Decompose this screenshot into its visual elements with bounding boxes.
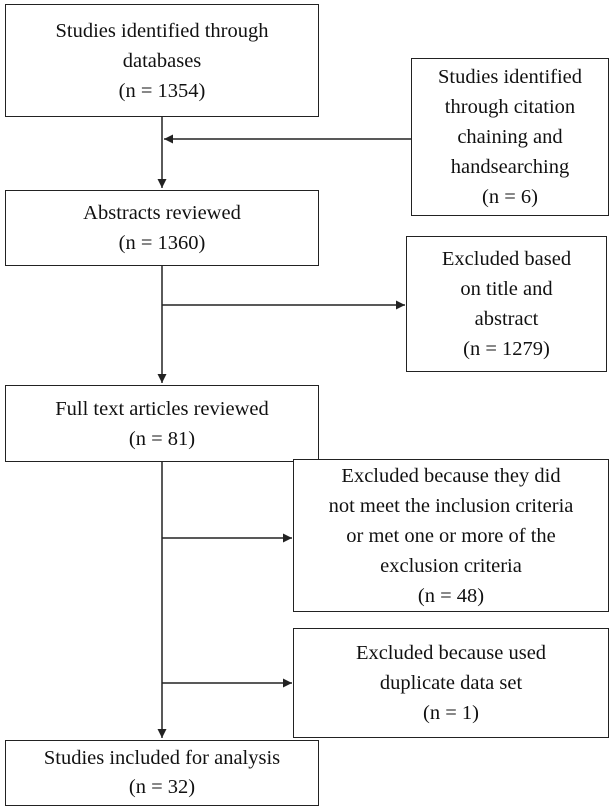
box-studies-included: Studies included for analysis (n = 32) (5, 740, 319, 806)
box-full-text-reviewed: Full text articles reviewed (n = 81) (5, 385, 319, 462)
box-studies-citation: Studies identified through citation chai… (411, 58, 609, 216)
citation-line-3: chaining and (457, 126, 563, 148)
box-studies-databases: Studies identified through databases (n … (5, 4, 319, 117)
citation-line-4: handsearching (450, 156, 570, 178)
excluded-criteria-line-2: not meet the inclusion criteria (328, 494, 574, 517)
excluded-title-line-1: Excluded based (441, 248, 572, 270)
fulltext-line-1: Full text articles reviewed (55, 397, 269, 420)
excluded-criteria-line-5: (n = 48) (417, 584, 485, 607)
excluded-criteria-line-4: exclusion criteria (380, 554, 522, 577)
databases-line-1: Studies identified through (55, 19, 269, 42)
excluded-title-line-2: on title and (460, 278, 553, 300)
excluded-title-line-4: (n = 1279) (463, 338, 550, 360)
excluded-criteria-line-1: Excluded because they did (341, 464, 561, 487)
box-excluded-duplicate: Excluded because used duplicate data set… (293, 628, 609, 738)
excluded-criteria-line-3: or met one or more of the (346, 524, 556, 547)
excluded-duplicate-line-1: Excluded because used (355, 642, 547, 664)
included-line-1: Studies included for analysis (43, 747, 281, 769)
included-line-2: (n = 32) (128, 776, 196, 798)
box-excluded-criteria: Excluded because they did not meet the i… (293, 459, 609, 612)
fulltext-line-2: (n = 81) (128, 427, 196, 450)
databases-line-3: (n = 1354) (118, 79, 206, 102)
box-excluded-title-abstract: Excluded based on title and abstract (n … (406, 236, 607, 372)
excluded-title-line-3: abstract (474, 308, 539, 330)
citation-line-2: through citation (444, 96, 576, 118)
excluded-duplicate-line-3: (n = 1) (423, 702, 479, 724)
abstracts-line-1: Abstracts reviewed (83, 202, 241, 224)
databases-line-2: databases (122, 49, 202, 72)
box-abstracts-reviewed: Abstracts reviewed (n = 1360) (5, 190, 319, 266)
citation-line-5: (n = 6) (482, 186, 538, 208)
excluded-duplicate-line-2: duplicate data set (379, 672, 523, 694)
abstracts-line-2: (n = 1360) (118, 232, 206, 254)
citation-line-1: Studies identified (437, 66, 583, 88)
